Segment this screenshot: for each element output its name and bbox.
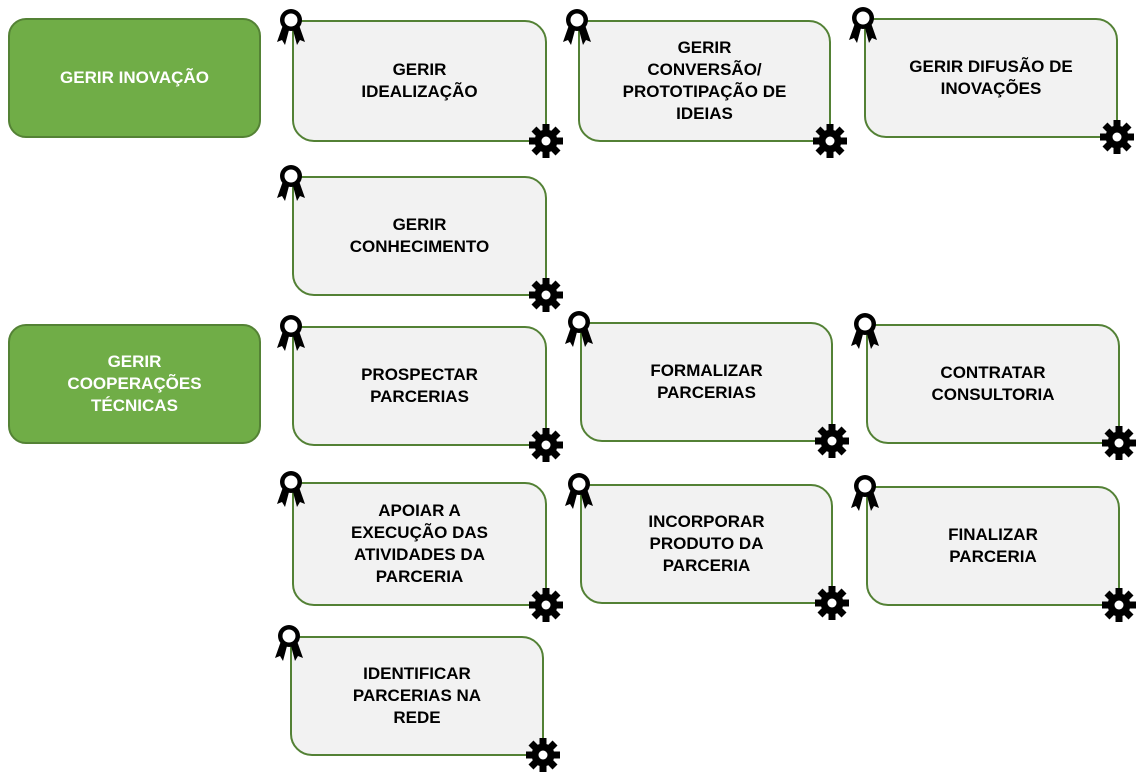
process-finalizar-parceria: FINALIZAR PARCERIA xyxy=(851,475,1136,622)
process-label: INCORPORAR PRODUTO DA PARCERIA xyxy=(648,512,765,575)
award-ribbon-icon xyxy=(277,471,305,507)
award-ribbon-icon xyxy=(565,311,593,347)
process-gerir-idealizacao: GERIR IDEALIZAÇÃO xyxy=(277,9,563,158)
process-label: FORMALIZAR PARCERIAS xyxy=(650,361,763,402)
group-gerir-inovacao: GERIR INOVAÇÃO xyxy=(8,18,261,138)
award-ribbon-icon xyxy=(275,625,303,661)
process-identificar-parcerias-na-rede: IDENTIFICAR PARCERIAS NA REDE xyxy=(275,625,560,772)
process-label: GERIR CONHECIMENTO xyxy=(349,215,490,256)
process-label: IDENTIFICAR PARCERIAS NA REDE xyxy=(352,664,482,727)
process-label: APOIAR A EXECUÇÃO DAS ATIVIDADES DA PARC… xyxy=(351,501,488,586)
process-gerir-conversao-prototipacao: GERIR CONVERSÃO/ PROTOTIPAÇÃO DE IDEIAS xyxy=(563,9,847,158)
process-label: FINALIZAR PARCERIA xyxy=(948,525,1038,566)
award-ribbon-icon xyxy=(851,313,879,349)
gear-icon xyxy=(529,428,563,462)
award-ribbon-icon xyxy=(563,9,591,45)
gear-icon xyxy=(529,124,563,158)
gear-icon xyxy=(529,278,563,312)
process-gerir-conhecimento: GERIR CONHECIMENTO xyxy=(277,165,563,312)
gear-icon xyxy=(815,586,849,620)
award-ribbon-icon xyxy=(277,315,305,351)
process-contratar-consultoria: CONTRATAR CONSULTORIA xyxy=(851,313,1136,460)
gear-icon xyxy=(1102,426,1136,460)
process-label: CONTRATAR CONSULTORIA xyxy=(931,363,1055,404)
process-label: GERIR DIFUSÃO DE INOVAÇÕES xyxy=(909,57,1073,98)
award-ribbon-icon xyxy=(277,165,305,201)
gear-icon xyxy=(529,588,563,622)
process-prospectar-parcerias: PROSPECTAR PARCERIAS xyxy=(277,315,563,462)
process-label: GERIR IDEALIZAÇÃO xyxy=(361,60,478,101)
group-gerir-cooperacoes-tecnicas: GERIR COOPERAÇÕES TÉCNICAS xyxy=(8,324,261,444)
award-ribbon-icon xyxy=(277,9,305,45)
process-apoiar-execucao-atividades: APOIAR A EXECUÇÃO DAS ATIVIDADES DA PARC… xyxy=(277,471,563,622)
process-incorporar-produto-parceria: INCORPORAR PRODUTO DA PARCERIA xyxy=(565,473,849,620)
gear-icon xyxy=(813,124,847,158)
award-ribbon-icon xyxy=(849,7,877,43)
gear-icon xyxy=(1102,588,1136,622)
gear-icon xyxy=(1100,120,1134,154)
process-label: PROSPECTAR PARCERIAS xyxy=(361,365,478,406)
process-gerir-difusao-inovacoes: GERIR DIFUSÃO DE INOVAÇÕES xyxy=(849,7,1134,154)
gear-icon xyxy=(815,424,849,458)
award-ribbon-icon xyxy=(851,475,879,511)
process-formalizar-parcerias: FORMALIZAR PARCERIAS xyxy=(565,311,849,458)
process-label: GERIR CONVERSÃO/ PROTOTIPAÇÃO DE IDEIAS xyxy=(622,38,787,123)
gear-icon xyxy=(526,738,560,772)
award-ribbon-icon xyxy=(565,473,593,509)
